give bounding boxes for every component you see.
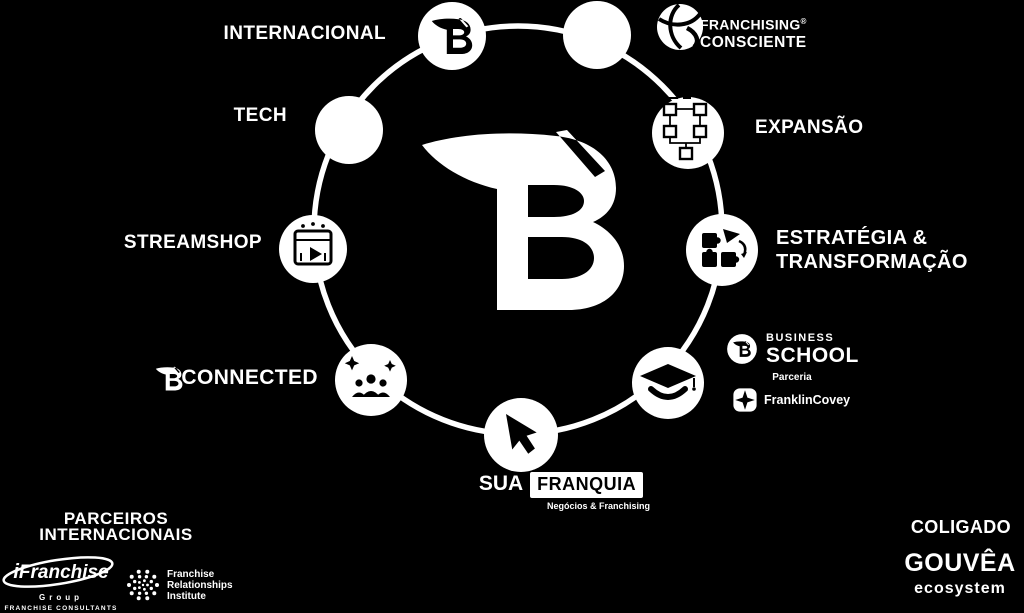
people-sparkles-icon — [344, 356, 396, 397]
registered-mark: ® — [800, 17, 807, 26]
sua-franquia-tagline: Negócios & Franchising — [546, 501, 650, 511]
puzzle-icon — [702, 229, 747, 267]
franchising-word: FRANCHISING — [700, 16, 801, 33]
node-bconnected — [335, 344, 407, 416]
gouvea-ecosystem-logo: GOUVÊA ecosystem — [898, 551, 1022, 597]
label-bconnected-text: CONNECTED — [181, 366, 318, 389]
node-business-school — [632, 347, 704, 419]
gouvea-ecosystem-word: ecosystem — [914, 580, 1006, 597]
label-bconnected: CONNECTED — [118, 366, 318, 391]
franklincovey-logo: FranklinCovey — [732, 387, 860, 413]
coligado-heading: COLIGADO — [910, 517, 1012, 537]
fri-line1: Franchise — [167, 568, 215, 580]
franchising-line: FRANCHISING® — [700, 13, 807, 34]
ifranchise-wordmark: iFranchise — [2, 552, 120, 594]
tb-glyph-icon — [156, 366, 183, 391]
fri-wordmark: Franchise Relationships Institute — [167, 569, 233, 602]
business-school-words: BUSINESS SCHOOL — [766, 331, 859, 367]
label-estrategia: ESTRATÉGIA & TRANSFORMAÇÃO — [776, 226, 968, 274]
ifranchise-group-word: Group — [39, 593, 83, 602]
parceiros-line1: PARCEIROS — [63, 509, 169, 528]
ifranchise-i: i — [13, 561, 19, 583]
sua-franquia-wordmark: SUA FRANQUIA — [468, 472, 654, 498]
node-sua-franquia — [484, 398, 558, 472]
fri-line2: Relationships — [167, 579, 233, 591]
business-word: BUSINESS — [766, 331, 835, 344]
business-school-lockup: BUSINESS SCHOOL Parceria FranklinCovey — [724, 331, 860, 413]
ifranchise-name: Franchise — [18, 562, 109, 583]
gouvea-wordmark: GOUVÊA — [904, 549, 1016, 577]
label-internacional: INTERNACIONAL — [223, 23, 386, 44]
ifranchise-tagline: FRANCHISE CONSULTANTS — [4, 605, 118, 612]
fri-dotted-globe-icon — [127, 569, 159, 601]
sua-franquia-lockup: SUA FRANQUIA Negócios & Franchising — [468, 472, 654, 511]
video-player-icon — [293, 222, 333, 266]
node-tech — [315, 96, 383, 164]
parceiros-heading: PARCEIROS INTERNACIONAIS — [18, 509, 214, 544]
consciente-word: CONSCIENTE — [700, 33, 807, 51]
org-chart-icon — [662, 97, 708, 161]
label-estrategia-line1: ESTRATÉGIA & — [776, 227, 928, 249]
node-expansao — [652, 97, 724, 169]
center-tb-logo — [422, 130, 624, 310]
label-streamshop: STREAMSHOP — [123, 232, 262, 253]
graduation-cap-icon — [640, 364, 696, 400]
node-streamshop — [279, 215, 347, 283]
franchising-consciente-wordmark: FRANCHISING® CONSCIENTE — [700, 13, 807, 51]
cursor-icon — [506, 414, 537, 454]
parceiros-line2: INTERNACIONAIS — [39, 525, 193, 544]
sua-word: SUA — [478, 472, 524, 495]
ifranchise-swoosh-icon — [2, 556, 114, 588]
node-circle — [686, 214, 758, 286]
franklincovey-wordmark: FranklinCovey — [764, 393, 851, 407]
label-expansao: EXPANSÃO — [755, 117, 864, 138]
partnership-label: Parceria — [772, 372, 812, 383]
franchise-relationships-institute-logo: Franchise Relationships Institute — [124, 566, 233, 604]
leaf-sphere-icon — [657, 3, 703, 50]
business-school-logo: BUSINESS SCHOOL — [724, 331, 860, 367]
node-internacional — [418, 2, 486, 70]
node-top-right — [563, 1, 631, 69]
ifranchise-logo: iFranchise Group FRANCHISE CONSULTANTS — [2, 552, 120, 613]
franquia-boxed-word: FRANQUIA — [530, 472, 644, 498]
label-tech: TECH — [233, 105, 287, 126]
node-estrategia — [686, 214, 758, 286]
franklincovey-star-icon — [733, 388, 757, 412]
fri-line3: Institute — [167, 590, 206, 602]
business-school-tb-icon — [727, 334, 757, 364]
school-word: SCHOOL — [766, 343, 859, 367]
label-estrategia-line2: TRANSFORMAÇÃO — [776, 251, 968, 273]
